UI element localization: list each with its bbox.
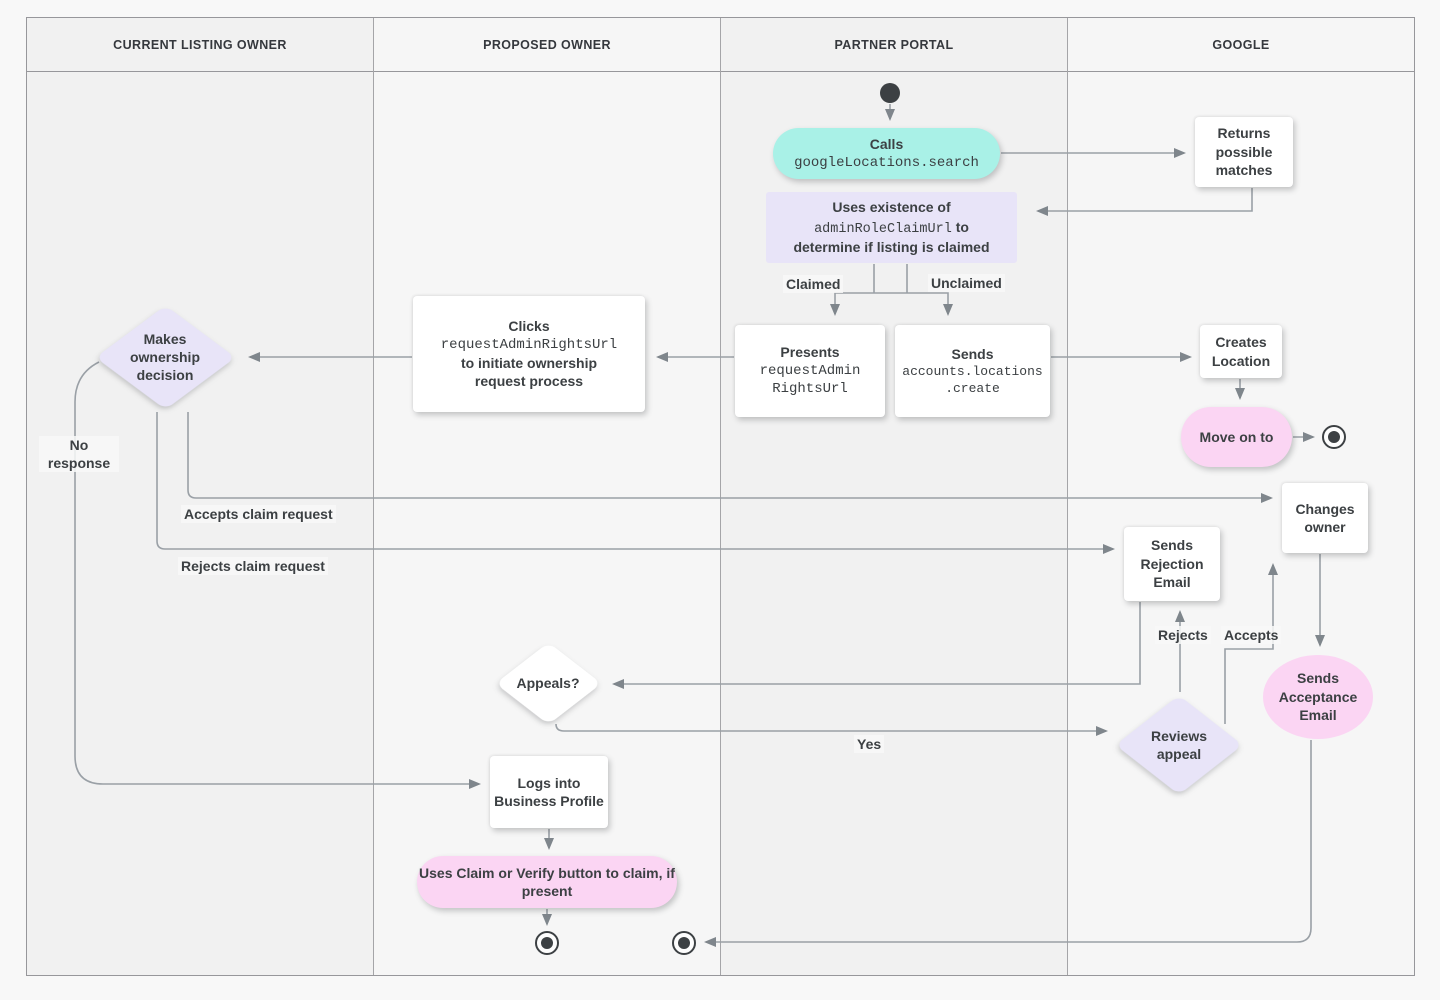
label-claimed: Claimed [783, 275, 844, 294]
end-node-partner-portal [672, 931, 696, 955]
node-uses-claim-or-verify: Uses Claim or Verify button to claim, if… [417, 856, 677, 908]
lane-proposed-owner: PROPOSED OWNER [374, 18, 721, 975]
sends-code1: accounts.locations [902, 364, 1043, 380]
node-appeals: Appeals? [494, 641, 602, 725]
node-sends-acceptance-email: Sends Acceptance Email [1263, 655, 1373, 739]
lane-header-current-listing-owner: CURRENT LISTING OWNER [27, 18, 373, 72]
sends-title: Sends [951, 345, 994, 362]
label-no-response: No response [39, 436, 119, 473]
node-uses-existence: Uses existence of adminRoleClaimUrl to d… [766, 192, 1017, 263]
end-node-google [1322, 425, 1346, 449]
node-calls-title: Calls [869, 136, 904, 153]
label-yes: Yes [854, 735, 885, 754]
label-rejects-claim-request: Rejects claim request [178, 557, 328, 576]
clicks-title: Clicks [508, 318, 550, 335]
uses-code: adminRoleClaimUrl [814, 221, 952, 237]
appeals-label: Appeals? [516, 674, 580, 691]
node-calls-googlelocations-search: Calls googleLocations.search [773, 128, 1000, 179]
node-creates-location: Creates Location [1200, 325, 1282, 378]
label-accepts: Accepts [1221, 626, 1282, 645]
node-logs-into-business-profile: Logs into Business Profile [490, 756, 608, 828]
decision-label: Makes ownership decision [129, 330, 200, 384]
reviews-label: Reviews appeal [1150, 727, 1208, 762]
lane-header-google: GOOGLE [1068, 18, 1414, 72]
clicks-code: requestAdminRightsUrl [440, 336, 618, 353]
node-changes-owner: Changes owner [1282, 483, 1368, 553]
node-clicks-requestadminrightsurl: Clicks requestAdminRightsUrl to initiate… [413, 296, 645, 412]
presents-code2: RightsUrl [772, 381, 848, 398]
lane-current-listing-owner: CURRENT LISTING OWNER [27, 18, 374, 975]
presents-code1: requestAdmin [759, 362, 861, 379]
clicks-line3: request process [474, 373, 584, 390]
presents-title: Presents [780, 344, 840, 361]
lane-header-partner-portal: PARTNER PORTAL [721, 18, 1067, 72]
uses-line2: adminRoleClaimUrl to [814, 217, 969, 239]
node-calls-code: googleLocations.search [794, 154, 979, 171]
uses-line1: Uses existence of [832, 199, 951, 216]
start-node [880, 83, 900, 103]
label-rejects: Rejects [1155, 626, 1211, 645]
node-returns-possible-matches: Returns possible matches [1195, 117, 1293, 187]
label-accepts-claim-request: Accepts claim request [181, 505, 336, 524]
end-node-proposed-owner [535, 931, 559, 955]
clicks-line2: to initiate ownership [460, 355, 598, 371]
lane-header-proposed-owner: PROPOSED OWNER [374, 18, 720, 72]
sends-code2: .create [945, 381, 1000, 397]
node-move-on-to: Move on to [1181, 407, 1292, 467]
uses-line3: determine if listing is claimed [793, 239, 990, 256]
label-unclaimed: Unclaimed [928, 274, 1005, 293]
uses-line2-rest: to [951, 218, 969, 235]
node-reviews-appeal: Reviews appeal [1115, 695, 1243, 795]
node-presents-requestadminrightsurl: Presents requestAdmin RightsUrl [735, 325, 885, 417]
node-sends-accounts-locations-create: Sends accounts.locations .create [895, 325, 1050, 417]
node-sends-rejection-email: Sends Rejection Email [1124, 527, 1220, 601]
node-makes-ownership-decision: Makes ownership decision [94, 304, 236, 410]
